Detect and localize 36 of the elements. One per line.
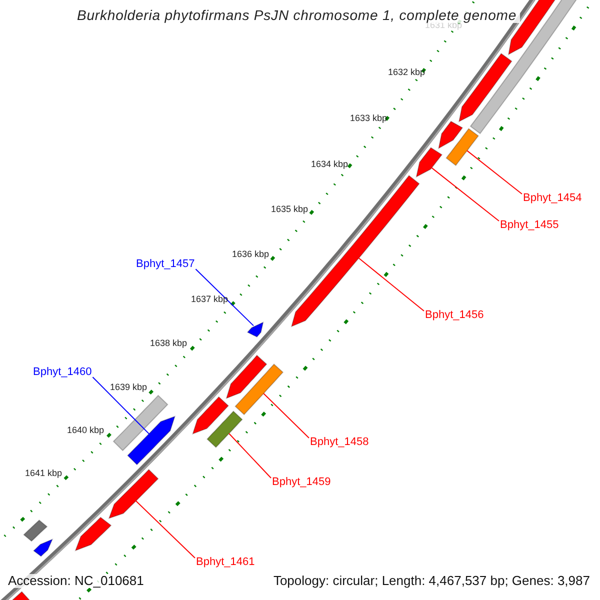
- tick-label: 1635 kbp: [271, 205, 308, 215]
- gene-label: Bphyt_1455: [500, 219, 559, 232]
- gene-label: Bphyt_1454: [523, 192, 582, 204]
- gene-feature: [127, 416, 176, 466]
- gene-block: [234, 364, 284, 416]
- leader-line: [431, 167, 500, 222]
- leader-line: [358, 258, 424, 312]
- tick-label: 1639 kbp: [110, 383, 148, 393]
- leader-line: [263, 393, 310, 438]
- leader-line: [92, 376, 150, 434]
- gene-label: Bphyt_1459: [272, 476, 331, 488]
- gene-block: [446, 128, 479, 166]
- tick-label: 1638 kbp: [150, 339, 188, 349]
- tick-label: 1632 kbp: [388, 68, 426, 78]
- tick-label: 1641 kbp: [25, 469, 62, 479]
- gene-label: Bphyt_1458: [310, 436, 369, 448]
- tick-label: 1640 kbp: [67, 426, 104, 436]
- gene-label: Bphyt_1457: [136, 258, 195, 270]
- tick-label: 1637 kbp: [191, 295, 228, 305]
- info-text: Topology: circular; Length: 4,467,537 bp; Genes: 3,987: [273, 574, 590, 588]
- info-text: Accession: NC_010681: [8, 574, 144, 588]
- gene-label: Bphyt_1461: [196, 556, 255, 568]
- gene-label: Bphyt_1456: [425, 309, 484, 322]
- tick-label: 1636 kbp: [232, 250, 270, 260]
- tick-label: 1633 kbp: [350, 114, 388, 124]
- leader-line: [135, 500, 196, 558]
- gene-feature: [246, 322, 264, 338]
- title: Burkholderia phytofirmans PsJN chromosome 1, complete genome: [74, 8, 520, 24]
- gene-feature: [290, 174, 420, 328]
- tick-label: 1631 kbp: [425, 21, 462, 31]
- gene-label: Bphyt_1460: [33, 366, 92, 378]
- gene-feature: [108, 468, 159, 519]
- gene-feature: [416, 147, 443, 178]
- leader-line: [195, 268, 254, 326]
- gene-block: [206, 410, 243, 448]
- leader-line: [228, 433, 272, 478]
